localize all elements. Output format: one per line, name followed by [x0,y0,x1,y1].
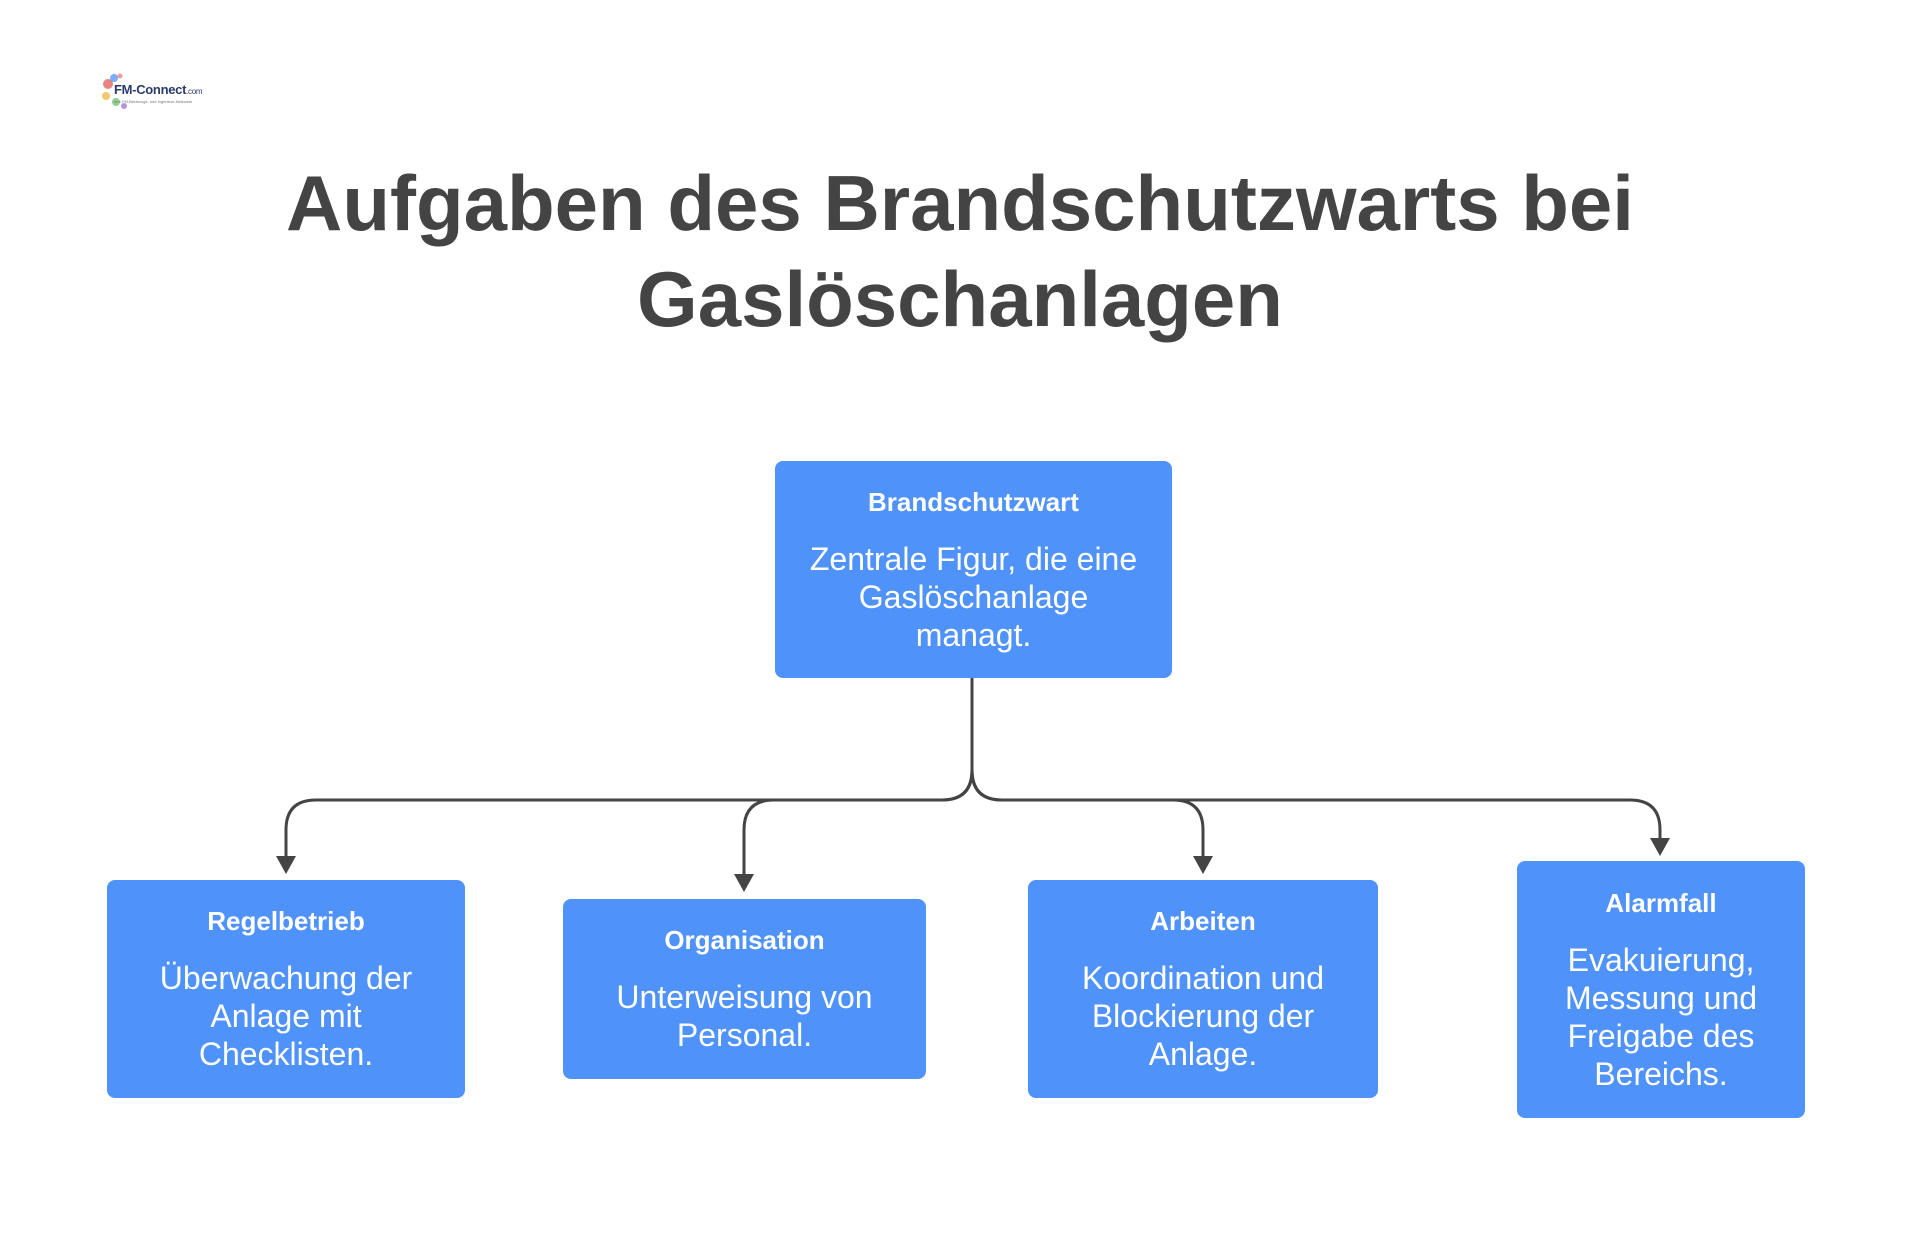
node-arbeiten: Arbeiten Koordination und Blockierung de… [1028,880,1378,1098]
connector-to-organisation [742,769,974,876]
node-alarmfall: Alarmfall Evakuierung, Messung und Freig… [1517,861,1805,1118]
node-regelbetrieb: Regelbetrieb Überwachung der Anlage mit … [107,880,465,1098]
logo-tagline: Ihre FM-Beratungs- und Ingenieur-Netzwer… [114,99,193,104]
node-heading: Regelbetrieb [207,906,365,936]
node-text: Unterweisung von Personal. [616,979,873,1053]
node-brandschutzwart: Brandschutzwart Zentrale Figur, die eine… [775,461,1172,678]
node-text: Evakuierung, Messung und Freigabe des Be… [1564,941,1758,1092]
node-text: Überwachung der Anlage mit Checklisten. [159,960,413,1072]
connector-to-arbeiten [970,769,1205,858]
node-heading: Alarmfall [1605,887,1717,918]
fm-connect-logo: FM-Connect.com Ihre FM-Beratungs- und In… [100,70,203,116]
connector-to-alarmfall [970,769,1662,840]
diagram-title: Aufgaben des Brandschutzwarts bei Gaslös… [160,155,1760,347]
logo-splash-icon [102,73,127,109]
logo-brand-text: FM-Connect.com [114,82,203,97]
node-heading: Organisation [664,925,825,955]
title-line-2: Gaslöschanlagen [637,255,1283,343]
node-text: Koordination und Blockierung der Anlage. [1082,960,1324,1072]
arrowhead-alarmfall [1650,838,1670,856]
node-heading: Brandschutzwart [868,486,1079,517]
node-organisation: Organisation Unterweisung von Personal. [563,899,926,1079]
node-text: Zentrale Figur, die eine Gaslöschanlage … [809,540,1138,653]
arrowhead-organisation [734,874,754,892]
connector-to-regelbetrieb [284,769,974,858]
node-heading: Arbeiten [1150,906,1256,936]
title-line-1: Aufgaben des Brandschutzwarts bei [286,159,1634,247]
arrowhead-regelbetrieb [276,856,296,874]
arrowhead-arbeiten [1193,856,1213,874]
